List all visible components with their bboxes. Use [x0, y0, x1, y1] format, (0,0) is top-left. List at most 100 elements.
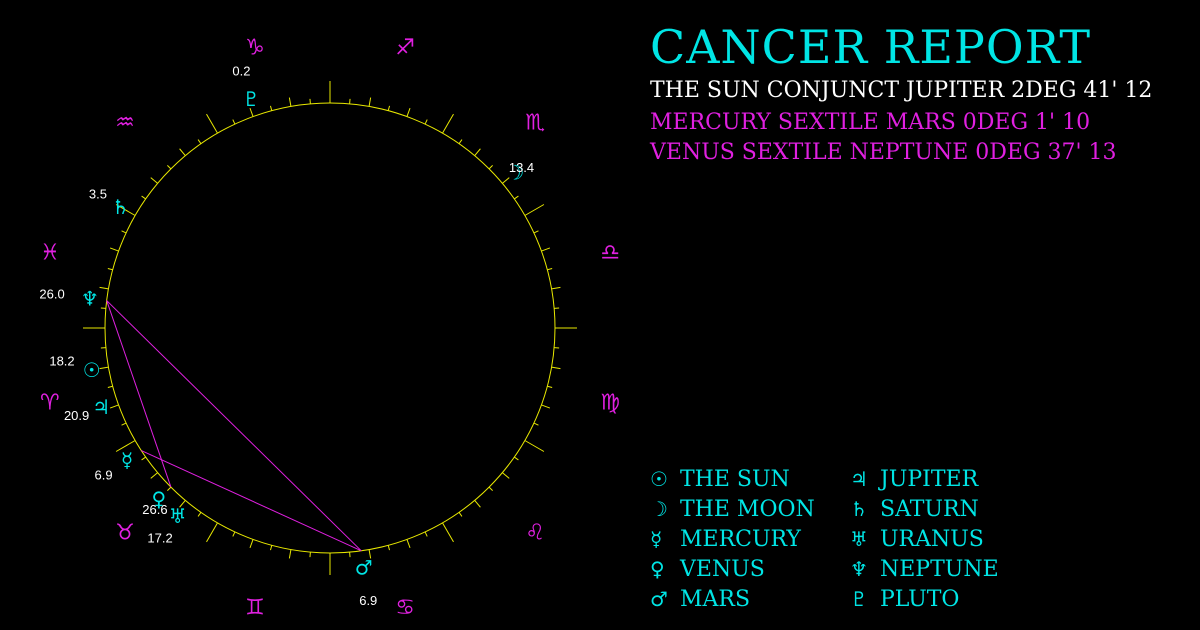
degree-tick [107, 385, 113, 389]
jupiter-icon: ♃ [92, 395, 110, 419]
legend-item-neptune: ♆Neptune [850, 557, 999, 582]
mars-icon: ♂ [355, 556, 373, 580]
legend-item-pluto: ♇Pluto [850, 587, 960, 612]
degree-tick [502, 472, 510, 479]
legend-item-moon: ☽The Moon [650, 497, 815, 522]
jupiter-degree-label: 20.9 [64, 408, 89, 423]
degree-tick [551, 286, 561, 290]
gemini-icon: ♊ [245, 596, 265, 621]
degree-tick [524, 440, 545, 452]
taurus-icon: ♉ [115, 521, 135, 546]
saturn-degree-label: 3.5 [89, 187, 107, 202]
legend-item-venus: ♀Venus [650, 557, 765, 582]
degree-tick [121, 422, 127, 426]
degree-tick [141, 456, 146, 461]
capricorn-icon: ♑ [245, 35, 265, 60]
degree-tick [387, 105, 391, 111]
uranus-icon: ♅ [850, 527, 868, 551]
degree-tick [249, 107, 254, 117]
sun-degree-label: 18.2 [49, 353, 74, 368]
legend-item-uranus: ♅Uranus [850, 527, 984, 552]
degree-tick [474, 500, 481, 508]
cancer-icon: ♋ [395, 596, 415, 621]
planet-glyphs: ☉♃☿♀♅♂☽♇♄♆ [81, 87, 525, 579]
sun-icon: ☉ [83, 358, 101, 382]
natal-chart-wheel: ♈♉♊♋♌♍♎♏♐♑♒♓ ☉♃☿♀♅♂☽♇♄♆ 18.220.96.917.26… [39, 35, 620, 620]
mercury-icon: ☿ [121, 448, 133, 472]
degree-tick [167, 165, 172, 170]
degree-tick [232, 531, 236, 537]
degree-labels: 18.220.96.917.26.913.40.23.526.026.6 [39, 63, 534, 608]
aquarius-icon: ♒ [115, 110, 135, 135]
degree-tick [406, 539, 411, 549]
degree-tick [141, 195, 146, 200]
degree-tick [121, 230, 127, 234]
degree-tick [533, 230, 539, 234]
libra-icon: ♎ [600, 240, 620, 265]
sagittarius-icon: ♐ [395, 35, 415, 60]
degree-tick [442, 522, 454, 543]
mars-icon: ♂ [650, 587, 668, 611]
uranus-icon: ♅ [169, 504, 187, 528]
jupiter-icon: ♃ [850, 467, 868, 491]
aspect-line-1: The Sun Conjunct Jupiter 2DEG 41' 12 [650, 78, 1153, 103]
degree-tick [288, 549, 292, 559]
legend-item-jupiter: ♃Jupiter [850, 467, 979, 492]
degree-tick [547, 385, 553, 389]
degree-tick [179, 500, 186, 508]
degree-tick [541, 247, 551, 252]
moon-icon: ☽ [650, 497, 668, 521]
degree-tick [442, 113, 454, 134]
degree-tick [179, 148, 186, 156]
aspect-line [106, 300, 362, 552]
degree-tick [488, 165, 493, 170]
degree-tick [107, 267, 113, 271]
degree-tick [533, 422, 539, 426]
neptune-icon: ♆ [850, 557, 868, 581]
degree-tick [458, 512, 463, 517]
degree-tick [368, 549, 372, 559]
aspect-lines [106, 300, 362, 552]
degree-tick [150, 472, 158, 479]
pluto-icon: ♇ [850, 587, 868, 611]
degree-tick [387, 545, 391, 551]
report-title: Cancer Report [650, 20, 1092, 74]
degree-tick [167, 486, 172, 491]
uranus-degree-label: 17.2 [147, 530, 172, 545]
degree-tick [368, 97, 372, 107]
venus-icon: ♀ [152, 487, 167, 511]
degree-tick [99, 366, 109, 370]
moon-icon: ☽ [506, 160, 524, 184]
degree-tick [232, 119, 236, 125]
saturn-icon: ♄ [850, 497, 868, 521]
pluto-icon: ♇ [242, 87, 260, 111]
degree-tick [541, 404, 551, 409]
zodiac-ring [104, 102, 556, 554]
degree-tick [109, 247, 119, 252]
degree-tick [514, 195, 519, 200]
degree-tick [269, 105, 273, 111]
degree-tick [424, 531, 428, 537]
legend-item-mercury: ☿Mercury [650, 527, 801, 552]
degree-tick [424, 119, 428, 125]
degree-tick [514, 456, 519, 461]
degree-tick [288, 97, 292, 107]
legend-item-mars: ♂Mars [650, 587, 751, 612]
degree-tick [502, 177, 510, 184]
aspect-line [106, 300, 172, 488]
sign-glyphs: ♈♉♊♋♌♍♎♏♐♑♒♓ [40, 35, 620, 620]
pluto-degree-label: 0.2 [232, 63, 250, 78]
degree-tick [524, 204, 545, 216]
degree-tick [206, 522, 218, 543]
venus-icon: ♀ [650, 557, 665, 581]
mercury-icon: ☿ [650, 527, 663, 551]
degree-tick [150, 177, 158, 184]
degree-tick [115, 204, 136, 216]
degree-tick [197, 139, 202, 144]
legend-item-saturn: ♄Saturn [850, 497, 979, 522]
aspect-line-2: Mercury Sextile Mars 0DEG 1' 10 [650, 110, 1091, 135]
legend-item-sun: ☉The Sun [650, 467, 790, 492]
saturn-icon: ♄ [111, 195, 129, 219]
taurus-degree-label: 26.6 [142, 502, 167, 517]
degree-tick [406, 107, 411, 117]
